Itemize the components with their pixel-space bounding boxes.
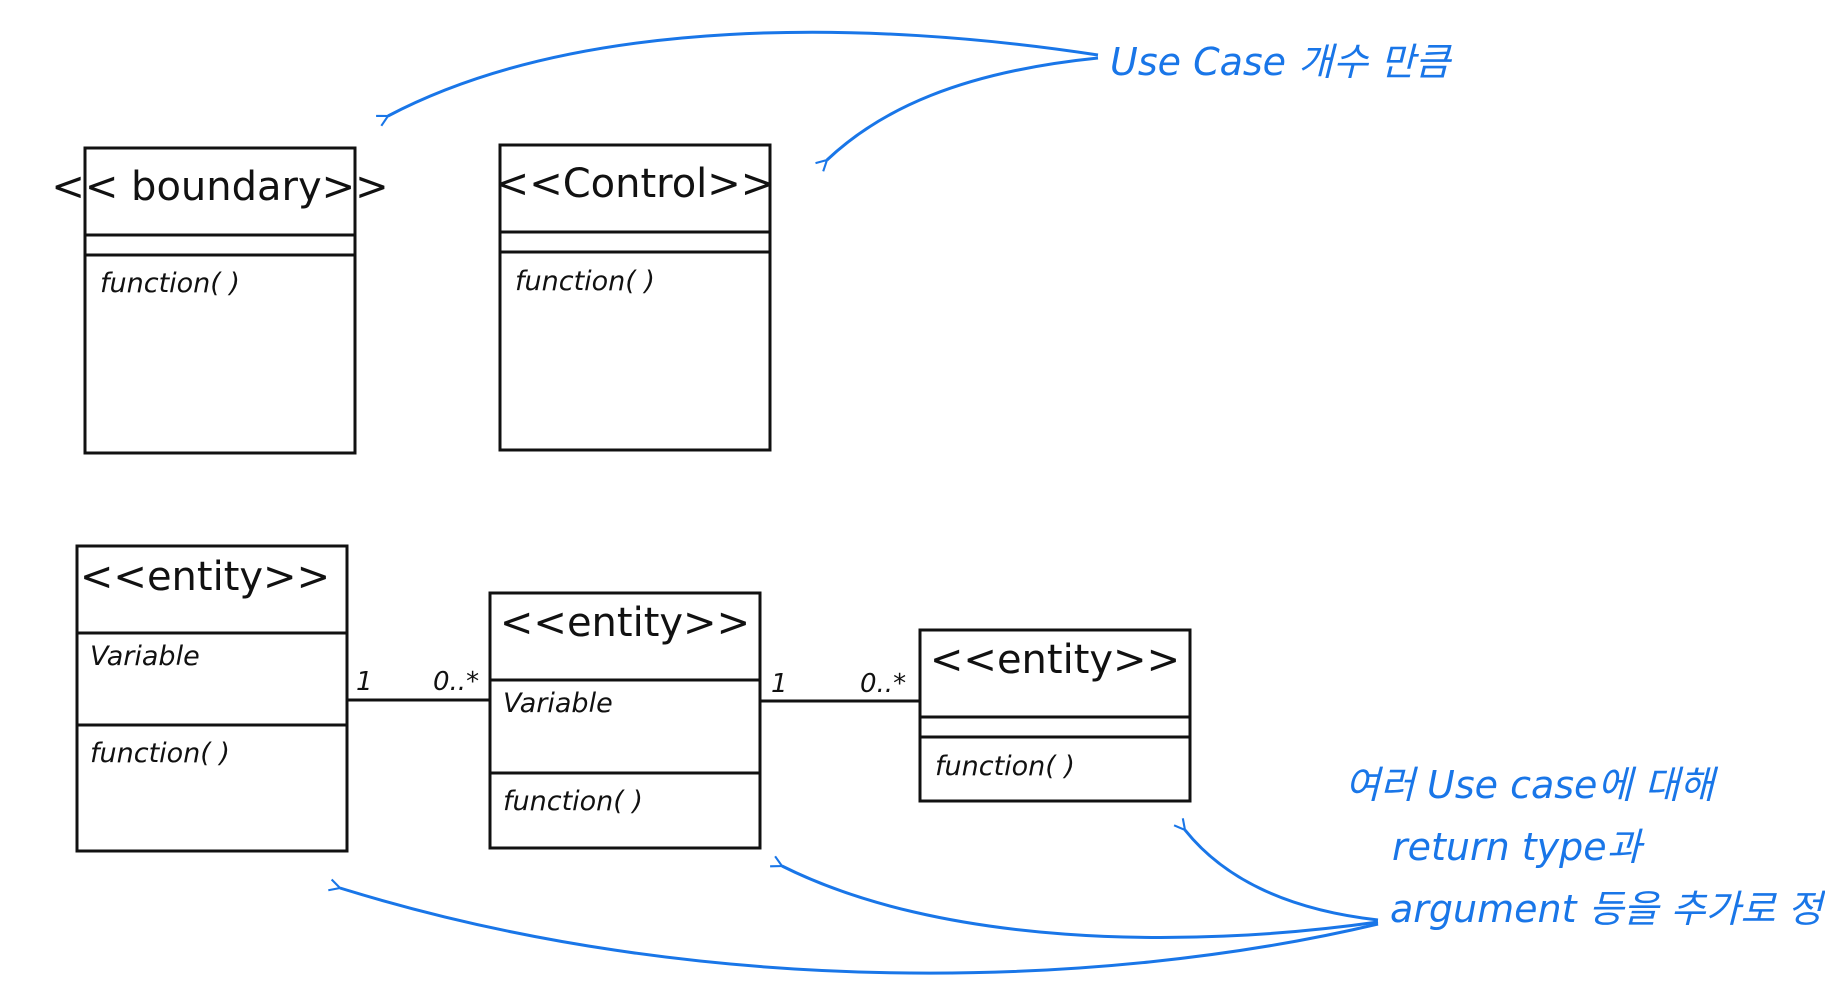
class-boundary[interactable]: << boundary>> function( ) [51, 146, 389, 455]
class-operation: function( ) [90, 738, 230, 769]
class-operation: function( ) [935, 751, 1075, 782]
multiplicity-to: 0..* [860, 669, 906, 699]
class-stereotype: << boundary>> [51, 164, 388, 210]
association-entity2-entity3[interactable]: 1 0..* [760, 669, 920, 703]
annotation-top-text: Use Case 개수 만큼 [1110, 40, 1452, 84]
class-stereotype: <<entity>> [930, 637, 1180, 683]
class-control[interactable]: <<Control>> function( ) [496, 143, 775, 452]
multiplicity-from: 1 [771, 669, 788, 699]
annotation-arrow [782, 866, 1379, 939]
class-stereotype: <<Control>> [496, 161, 775, 207]
annotation-arrow [1185, 830, 1379, 922]
annotation-bottom-line-2: return type과 [1392, 825, 1645, 869]
multiplicity-to: 0..* [433, 667, 479, 697]
annotation-top: Use Case 개수 만큼 [388, 30, 1452, 160]
class-entity-3[interactable]: <<entity>> function( ) [918, 628, 1192, 803]
class-box [498, 143, 772, 452]
annotation-arrow [340, 888, 1379, 975]
class-entity-1[interactable]: <<entity>> Variable function( ) [75, 544, 349, 853]
class-stereotype: <<entity>> [500, 600, 750, 646]
class-operation: function( ) [515, 266, 655, 297]
annotation-arrow [388, 30, 1099, 116]
class-attribute: Variable [503, 688, 613, 719]
association-entity1-entity2[interactable]: 1 0..* [347, 667, 490, 702]
class-attribute: Variable [90, 641, 200, 672]
class-entity-2[interactable]: <<entity>> Variable function( ) [488, 591, 762, 850]
class-operation: function( ) [503, 786, 643, 817]
class-box [488, 591, 762, 850]
class-stereotype: <<entity>> [80, 554, 330, 600]
annotation-bottom: 여러 Use case에 대해 return type과 argument 등을… [340, 763, 1825, 975]
class-operation: function( ) [100, 268, 240, 299]
multiplicity-from: 1 [356, 667, 373, 697]
annotation-bottom-line-1: 여러 Use case에 대해 [1345, 763, 1718, 807]
annotation-arrow [827, 56, 1099, 160]
annotation-bottom-line-3: argument 등을 추가로 정의 [1390, 887, 1825, 931]
class-box [83, 146, 357, 455]
